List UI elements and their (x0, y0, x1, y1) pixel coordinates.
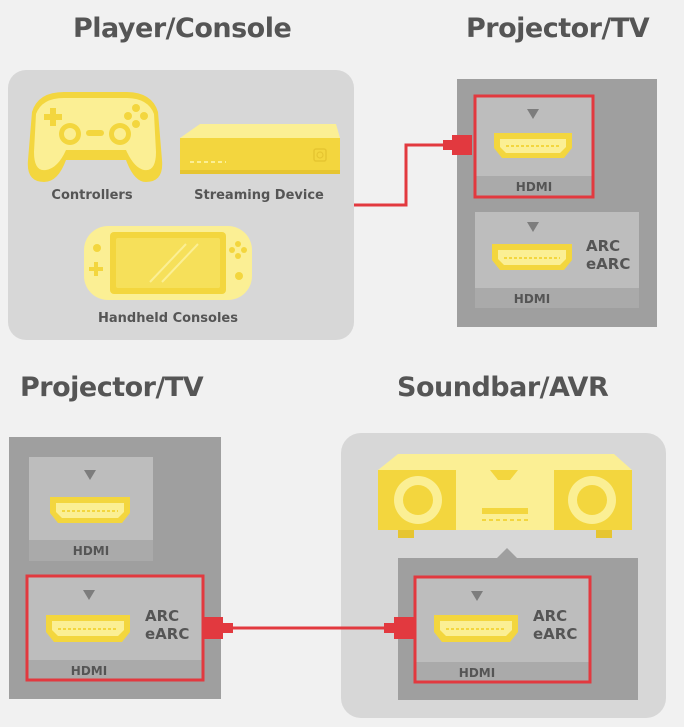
avr-receiver-icon (378, 454, 632, 538)
hdmi-port-bottom: HDMI (29, 457, 153, 561)
hdmi-connector-icon (494, 133, 572, 158)
hdmi-port-top: HDMI (473, 94, 595, 199)
hdmi-connector-icon (434, 615, 518, 642)
hdmi-label-top: HDMI (516, 180, 552, 194)
hdmi-connector-icon (50, 497, 130, 523)
gamepad-icon (27, 92, 163, 182)
arc-label-top: ARC (586, 237, 620, 255)
hdmi-cable-top (354, 135, 472, 207)
earc-label-avr: eARC (533, 625, 577, 643)
highlight-frame-top (473, 94, 595, 199)
title-projector-tv-bottom: Projector/TV (20, 372, 204, 403)
highlight-frame-avr (413, 575, 592, 684)
arc-label-avr: ARC (533, 607, 567, 625)
hdmi-connector-icon (492, 244, 572, 270)
controllers-label: Controllers (51, 188, 132, 203)
handheld-consoles-label: Handheld Consoles (98, 311, 238, 326)
hdmi-label-avr: HDMI (459, 666, 495, 680)
hdmi-label-bottom-left-arc: HDMI (71, 664, 107, 678)
title-projector-tv-top: Projector/TV (466, 13, 650, 44)
hdmi-cable-bottom (203, 617, 414, 639)
hdmi-arc-port-top: ARC eARC HDMI (475, 212, 639, 308)
hdmi-label-top-arc: HDMI (514, 292, 550, 306)
arc-label-bottom-left: ARC (145, 607, 179, 625)
earc-label-bottom-left: eARC (145, 625, 189, 643)
hdmi-connector-icon (46, 615, 130, 642)
hdmi-label-bottom: HDMI (73, 544, 109, 558)
hdmi-arc-port-avr: ARC eARC HDMI (413, 575, 592, 684)
title-soundbar-avr: Soundbar/AVR (397, 372, 609, 403)
handheld-console-icon (84, 226, 252, 300)
earc-label-top: eARC (586, 255, 630, 273)
title-player-console: Player/Console (73, 13, 292, 44)
streaming-device-label: Streaming Device (194, 188, 324, 203)
streaming-device-icon (180, 124, 340, 174)
hdmi-arc-port-bottom-left: ARC eARC HDMI (25, 574, 205, 682)
